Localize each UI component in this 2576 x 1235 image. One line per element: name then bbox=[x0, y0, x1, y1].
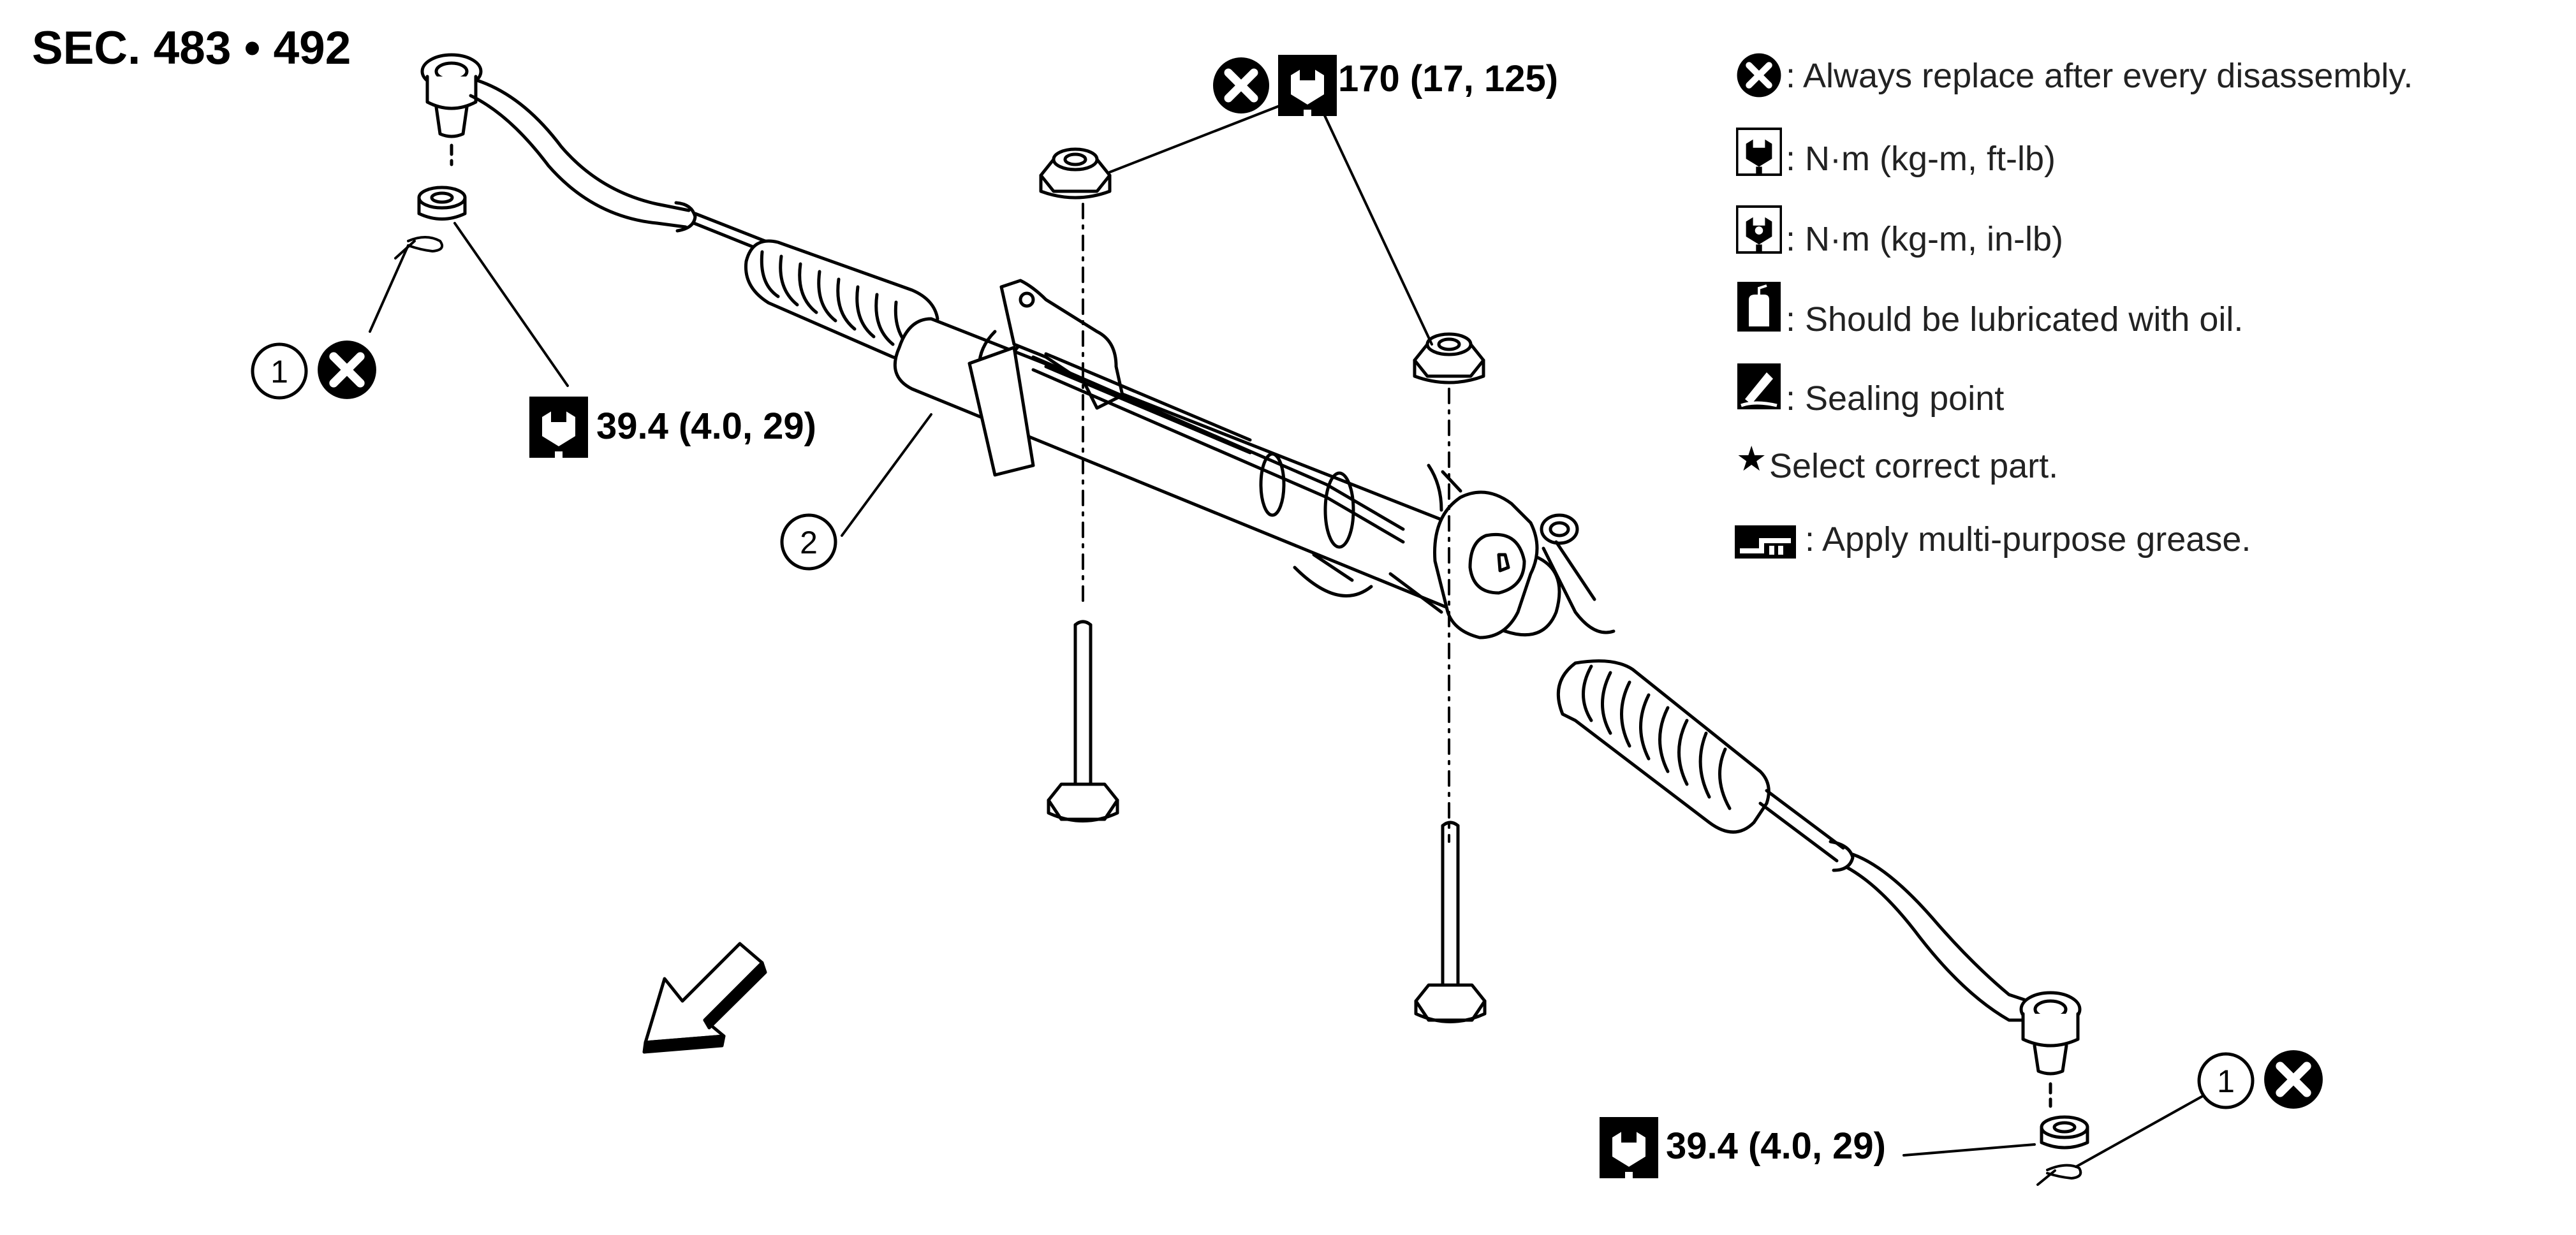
legend-item-nm-inlb: : N·m (kg-m, in-lb) bbox=[1786, 220, 2063, 258]
torque-top-nut: 170 (17, 125) bbox=[1338, 58, 1559, 99]
left-boot bbox=[744, 239, 939, 362]
right-boot bbox=[1556, 659, 1770, 834]
callout-1-right: 1 bbox=[2197, 1052, 2255, 1109]
replace-x-icon bbox=[2263, 1049, 2324, 1110]
callout-number: 2 bbox=[800, 525, 818, 560]
torque-wrench-icon bbox=[529, 397, 588, 458]
grease-icon bbox=[1733, 524, 1797, 560]
legend-item-replace: : Always replace after every disassembly… bbox=[1786, 57, 2413, 95]
section-number: SEC. 483 • 492 bbox=[32, 22, 351, 74]
mount-nut-left bbox=[1039, 147, 1112, 200]
sealing-point-icon bbox=[1736, 362, 1782, 411]
valve-housing bbox=[1427, 464, 1616, 639]
star-icon: ★ bbox=[1736, 440, 1767, 478]
rack-housing bbox=[893, 279, 1561, 637]
replace-x-icon bbox=[1212, 56, 1270, 115]
legend-item-oil: : Should be lubricated with oil. bbox=[1786, 300, 2244, 339]
callout-1-left: 1 bbox=[251, 342, 308, 400]
front-arrow-icon bbox=[642, 942, 767, 1054]
legend-item-nm-ftlb: : N·m (kg-m, ft-lb) bbox=[1786, 140, 2056, 178]
legend-item-sealing: : Sealing point bbox=[1786, 379, 2005, 418]
left-outer-tie-rod bbox=[420, 53, 786, 260]
right-cotter-pin bbox=[2036, 1164, 2082, 1186]
torque-left-tie-rod: 39.4 (4.0, 29) bbox=[596, 406, 816, 447]
mount-bolt-right bbox=[1414, 821, 1487, 1023]
legend-item-grease: : Apply multi-purpose grease. bbox=[1805, 520, 2251, 559]
replace-x-icon bbox=[316, 339, 378, 400]
replace-x-icon bbox=[1736, 52, 1782, 98]
mount-nut-right bbox=[1413, 332, 1485, 384]
left-cotter-pin bbox=[394, 236, 443, 259]
right-outer-tie-rod bbox=[1758, 789, 2082, 1076]
legend-item-select-part: Select correct part. bbox=[1769, 447, 2059, 485]
left-castle-nut bbox=[417, 186, 467, 221]
callout-number: 1 bbox=[270, 354, 288, 390]
torque-wrench-icon bbox=[1278, 55, 1337, 116]
callout-2: 2 bbox=[780, 513, 837, 571]
torque-right-tie-rod: 39.4 (4.0, 29) bbox=[1666, 1125, 1886, 1167]
mount-bolt-left bbox=[1047, 620, 1119, 822]
torque-wrench-icon bbox=[1600, 1117, 1658, 1178]
wrench-inlb-icon bbox=[1735, 205, 1783, 254]
oil-can-icon bbox=[1736, 281, 1782, 333]
right-castle-nut bbox=[2040, 1115, 2089, 1150]
wrench-ftlb-icon bbox=[1735, 128, 1783, 176]
callout-number: 1 bbox=[2217, 1063, 2235, 1099]
